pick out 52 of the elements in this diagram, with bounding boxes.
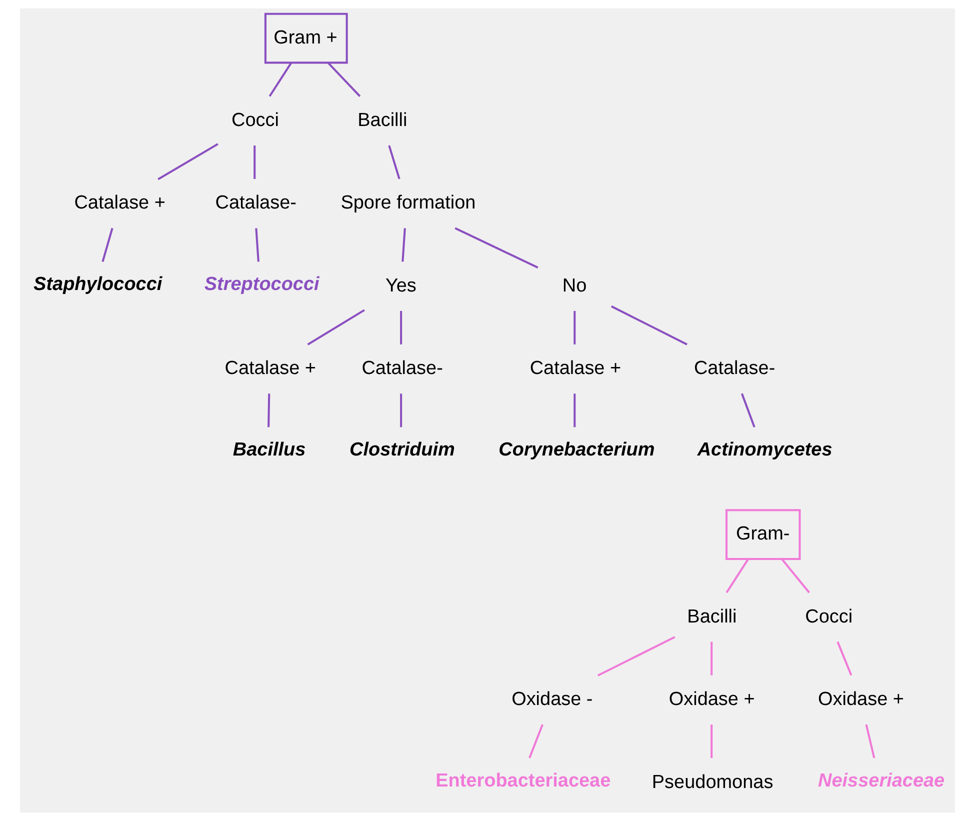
connector — [157, 143, 218, 180]
node-text: Oxidase - — [511, 689, 592, 710]
connector — [573, 394, 576, 428]
node-text: Enterobacteriaceae — [435, 770, 610, 792]
node-text: Cocci — [231, 110, 278, 131]
connector — [710, 724, 712, 758]
node-text: Cocci — [804, 606, 852, 628]
node-box: Gram- — [724, 509, 800, 560]
connector — [610, 305, 687, 346]
connector — [740, 393, 755, 428]
connector — [400, 310, 402, 344]
node-text: Bacilli — [357, 110, 407, 131]
node-text: Staphylococci — [33, 274, 162, 296]
node-text: Clostriduim — [349, 440, 454, 461]
connector — [101, 228, 113, 262]
connector — [573, 310, 576, 344]
connector — [306, 309, 364, 346]
node-text: Neisseriaceae — [818, 770, 944, 792]
node-text: Catalase- — [361, 358, 442, 380]
connector — [267, 394, 270, 428]
node-text: Catalase + — [529, 358, 621, 380]
connector — [401, 228, 406, 262]
node-text: Pseudomonas — [651, 772, 773, 793]
node-text: Spore formation — [340, 192, 476, 214]
connector — [836, 641, 852, 676]
node-box: Gram + — [264, 12, 348, 64]
node-text: No — [562, 275, 586, 296]
connector — [253, 145, 256, 179]
node-text: Catalase + — [74, 192, 165, 214]
node-text: Yes — [384, 275, 416, 296]
node-text: Actinomycetes — [696, 440, 832, 461]
connector — [528, 724, 543, 758]
connector — [400, 394, 402, 428]
connector — [254, 228, 259, 262]
node-text: Corynebacterium — [498, 440, 654, 461]
node-text: Catalase- — [693, 358, 775, 380]
connector — [326, 62, 360, 97]
node-text: Oxidase + — [668, 689, 754, 710]
connector — [454, 227, 538, 268]
connector — [596, 636, 675, 676]
node-text: Catalase + — [224, 358, 316, 380]
node-text: Oxidase + — [818, 689, 904, 710]
node-text: Bacilli — [686, 606, 736, 628]
connector — [864, 724, 875, 758]
connector — [725, 558, 749, 594]
connector — [780, 558, 810, 594]
node-text: Streptococci — [204, 274, 319, 296]
node-text: Catalase- — [214, 192, 296, 214]
connector — [388, 145, 400, 180]
connector — [268, 62, 292, 97]
node-text: Bacillus — [232, 440, 306, 461]
connector — [710, 642, 712, 676]
